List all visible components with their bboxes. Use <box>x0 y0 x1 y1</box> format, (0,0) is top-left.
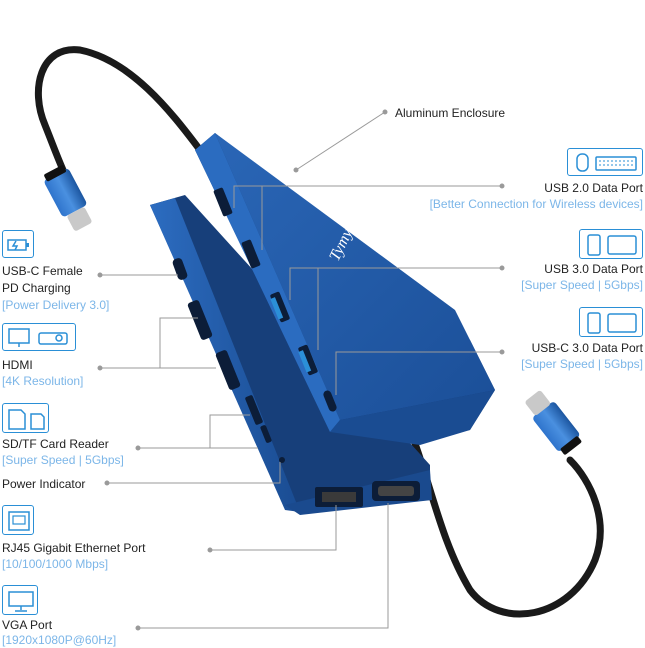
usb-c-pd-title-1: USB-C Female <box>2 264 83 278</box>
rj45-sub: [10/100/1000 Mbps] <box>2 557 109 571</box>
vga-sub: [1920x1080P@60Hz] <box>2 633 117 647</box>
card-reader-sub: [Super Speed | 5Gbps] <box>2 453 124 467</box>
phone-tablet-icon <box>579 307 643 337</box>
usb2-sub: [Better Connection for Wireless devices] <box>429 197 643 211</box>
card-reader-title: SD/TF Card Reader <box>2 437 109 451</box>
rj45-title: RJ45 Gigabit Ethernet Port <box>2 541 146 555</box>
sd-card-icon <box>2 403 49 433</box>
monitor-projector-icon <box>2 323 76 351</box>
usbc3-sub: [Super Speed | 5Gbps] <box>521 357 643 371</box>
bottom-cable <box>406 426 604 618</box>
usb2-title: USB 2.0 Data Port <box>544 181 643 195</box>
hdmi-sub: [4K Resolution] <box>2 374 84 388</box>
usb3-sub: [Super Speed | 5Gbps] <box>521 278 643 292</box>
callout-lines <box>97 109 505 631</box>
top-cable <box>35 46 204 189</box>
top-usb-c-plug <box>44 165 92 231</box>
phone-tablet-icon <box>579 229 643 259</box>
hdmi-title: HDMI <box>2 358 33 372</box>
vga-title: VGA Port <box>2 618 53 632</box>
usbc3-title: USB-C 3.0 Data Port <box>531 341 643 355</box>
usb3-title: USB 3.0 Data Port <box>544 262 643 276</box>
bottom-usb-c-plug <box>525 390 582 455</box>
usb-c-pd-sub: [Power Delivery 3.0] <box>2 298 110 312</box>
upper-body <box>195 133 495 445</box>
battery-charging-icon <box>2 230 34 258</box>
usb-c-pd-title-2: PD Charging <box>2 281 71 295</box>
power-indicator-title: Power Indicator <box>2 477 86 491</box>
aluminum-enclosure-title: Aluminum Enclosure <box>395 106 506 120</box>
ethernet-port-icon <box>2 505 34 535</box>
vga-monitor-icon <box>2 585 38 615</box>
mouse-keyboard-icon <box>567 148 643 176</box>
